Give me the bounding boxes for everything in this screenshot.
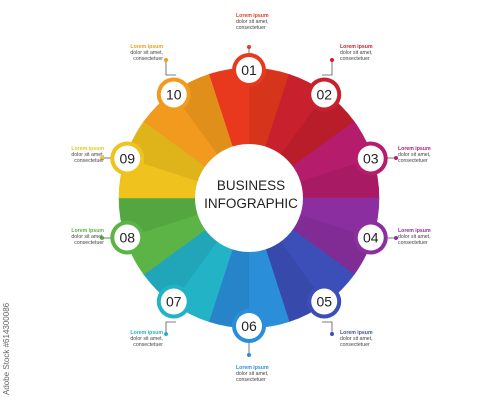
- step-badge-inner-01: [236, 57, 262, 83]
- step-07-desc1: dolor sit amet,: [130, 336, 163, 343]
- connector-line-02: [322, 60, 333, 76]
- connector-dot-07: [164, 332, 168, 336]
- step-label-07: Lorem ipsum dolor sit amet, consectetuer: [101, 330, 163, 349]
- step-10-desc1: dolor sit amet,: [130, 50, 163, 57]
- connector-line-05: [322, 321, 333, 334]
- step-badge-inner-10: [160, 81, 187, 108]
- step-04-desc1: dolor sit amet,: [398, 234, 431, 241]
- step-badge-inner-06: [236, 313, 262, 339]
- step-label-10: Lorem ipsum dolor sit amet, consectetuer: [101, 44, 163, 63]
- step-label-08: Lorem ipsum dolor sit amet, consectetuer: [42, 228, 104, 247]
- step-08-desc2: consectetuer: [74, 240, 104, 247]
- step-badge-03: 03: [353, 141, 388, 176]
- step-badge-10: 10: [156, 77, 191, 112]
- step-number-06: 06: [241, 318, 257, 334]
- connector-dot-09: [100, 156, 104, 160]
- step-badge-inner-04: [357, 224, 384, 251]
- step-badge-06: 06: [232, 309, 266, 343]
- step-03-title: Lorem ipsum: [398, 146, 431, 152]
- step-10-desc2: consectetuer: [133, 56, 163, 63]
- watermark-id: #614300086: [2, 302, 11, 348]
- step-badge-inner-02: [311, 81, 338, 108]
- step-number-03: 03: [363, 150, 379, 166]
- connector-line-07: [165, 321, 176, 334]
- step-01-desc2: consectetuer: [236, 25, 266, 32]
- step-09-desc1: dolor sit amet,: [71, 152, 104, 159]
- step-badge-inner-09: [114, 145, 141, 172]
- step-07-title: Lorem ipsum: [130, 330, 163, 336]
- center-title: BUSINESS INFOGRAPHIC: [196, 177, 306, 213]
- center-title-line2: INFOGRAPHIC: [204, 196, 298, 211]
- stock-watermark: Adobe Stock #614300086: [2, 255, 22, 395]
- step-05-desc1: dolor sit amet,: [340, 336, 373, 343]
- step-01-desc1: dolor sit amet,: [236, 19, 269, 26]
- step-badges: 01 02 03 04 05 06 07 08 09 10: [110, 53, 388, 343]
- step-badge-01: 01: [232, 53, 266, 87]
- step-number-02: 02: [316, 86, 332, 102]
- step-08-desc1: dolor sit amet,: [71, 234, 104, 241]
- step-01-title: Lorem ipsum: [236, 13, 269, 19]
- step-label-09: Lorem ipsum dolor sit amet, consectetuer: [42, 146, 104, 165]
- step-03-desc2: consectetuer: [398, 158, 428, 165]
- step-badge-02: 02: [307, 77, 342, 112]
- step-number-01: 01: [241, 62, 257, 78]
- step-badge-09: 09: [110, 141, 145, 176]
- step-badge-inner-03: [357, 145, 384, 172]
- connector-dot-03: [394, 156, 398, 160]
- step-badge-08: 08: [110, 220, 145, 255]
- step-06-desc2: consectetuer: [236, 377, 266, 384]
- connector-dot-05: [330, 332, 334, 336]
- step-06-desc1: dolor sit amet,: [236, 371, 269, 378]
- connectors: [100, 45, 398, 357]
- step-badge-inner-08: [114, 224, 141, 251]
- step-10-title: Lorem ipsum: [130, 44, 163, 50]
- connector-dot-10: [164, 58, 168, 62]
- step-label-01: Lorem ipsum dolor sit amet, consectetuer: [236, 13, 298, 32]
- step-number-04: 04: [363, 230, 379, 246]
- step-label-06: Lorem ipsum dolor sit amet, consectetuer: [236, 365, 298, 384]
- step-badge-04: 04: [353, 220, 388, 255]
- step-04-desc2: consectetuer: [398, 240, 428, 247]
- step-badge-inner-07: [160, 288, 187, 315]
- step-09-desc2: consectetuer: [74, 158, 104, 165]
- connector-dot-02: [330, 58, 334, 62]
- step-number-05: 05: [316, 294, 332, 310]
- step-03-desc1: dolor sit amet,: [398, 152, 431, 159]
- step-label-03: Lorem ipsum dolor sit amet, consectetuer: [398, 146, 460, 165]
- connector-dot-01: [247, 45, 251, 49]
- step-02-desc2: consectetuer: [340, 56, 370, 63]
- step-badge-07: 07: [156, 284, 191, 319]
- step-number-10: 10: [166, 86, 182, 102]
- step-02-title: Lorem ipsum: [340, 44, 373, 50]
- connector-dot-04: [394, 236, 398, 240]
- connector-line-10: [165, 60, 176, 76]
- step-08-title: Lorem ipsum: [71, 228, 104, 234]
- connector-dot-08: [100, 236, 104, 240]
- step-label-02: Lorem ipsum dolor sit amet, consectetuer: [340, 44, 402, 63]
- step-02-desc1: dolor sit amet,: [340, 50, 373, 57]
- step-05-title: Lorem ipsum: [340, 330, 373, 336]
- step-label-04: Lorem ipsum dolor sit amet, consectetuer: [398, 228, 460, 247]
- step-badge-inner-05: [311, 288, 338, 315]
- watermark-brand: Adobe Stock: [2, 349, 11, 395]
- center-disc: [195, 144, 303, 252]
- step-05-desc2: consectetuer: [340, 342, 370, 349]
- step-number-07: 07: [166, 294, 182, 310]
- step-09-title: Lorem ipsum: [71, 146, 104, 152]
- step-04-title: Lorem ipsum: [398, 228, 431, 234]
- connector-dot-06: [247, 353, 251, 357]
- step-number-09: 09: [119, 150, 135, 166]
- step-07-desc2: consectetuer: [133, 342, 163, 349]
- step-badge-05: 05: [307, 284, 342, 319]
- step-06-title: Lorem ipsum: [236, 365, 269, 371]
- center-title-line1: BUSINESS: [216, 178, 286, 193]
- step-number-08: 08: [119, 230, 135, 246]
- step-label-05: Lorem ipsum dolor sit amet, consectetuer: [340, 330, 402, 349]
